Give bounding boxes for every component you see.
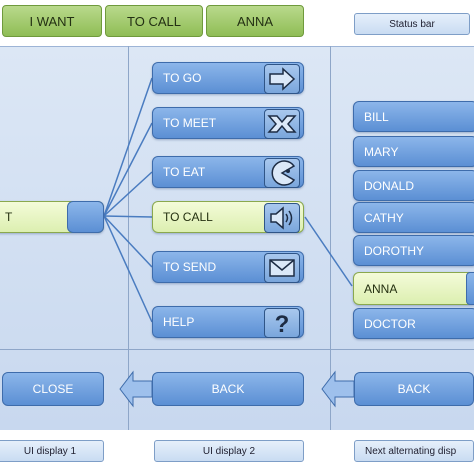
close-button[interactable]: CLOSE <box>2 372 104 406</box>
back-button[interactable]: BACK <box>152 372 304 406</box>
contact-doctor[interactable]: DOCTOR <box>353 308 474 339</box>
arrow-right-icon <box>264 64 300 94</box>
ui-display-1-label: UI display 1 <box>0 440 104 462</box>
contact-bill[interactable]: BILL <box>353 101 474 132</box>
contact-donald[interactable]: DONALD <box>353 170 474 201</box>
sentence-word-3[interactable]: ANNA <box>206 5 304 37</box>
panel-divider-1 <box>128 46 129 430</box>
sentence-word-1[interactable]: I WANT <box>2 5 102 37</box>
back-arrow-icon <box>119 370 153 408</box>
verb-to-meet[interactable]: TO MEET <box>152 107 304 139</box>
panel-divider-2 <box>330 46 331 430</box>
verb-to-go[interactable]: TO GO <box>152 62 304 94</box>
back-arrow-icon <box>321 370 355 408</box>
question-icon: ? <box>264 308 300 338</box>
verb-to-eat[interactable]: TO EAT <box>152 156 304 188</box>
verb-to-call[interactable]: TO CALL <box>152 201 304 233</box>
contact-anna[interactable]: ANNA <box>353 272 474 305</box>
meet-arrows-icon <box>264 109 300 139</box>
eat-pacman-icon <box>264 158 300 188</box>
ui-display-2-label: UI display 2 <box>154 440 304 462</box>
speaker-icon <box>264 203 300 233</box>
svg-text:?: ? <box>275 311 290 336</box>
nav-divider-top <box>0 349 474 350</box>
envelope-icon <box>264 253 300 283</box>
back-button-right[interactable]: BACK <box>354 372 474 406</box>
contact-anna-expand[interactable] <box>466 272 474 305</box>
left-expand-button[interactable] <box>67 201 104 233</box>
contact-dorothy[interactable]: DOROTHY <box>353 235 474 266</box>
contact-cathy[interactable]: CATHY <box>353 202 474 233</box>
sentence-word-2[interactable]: TO CALL <box>105 5 203 37</box>
status-bar: Status bar <box>354 13 470 35</box>
help-button[interactable]: HELP ? <box>152 306 304 338</box>
verb-to-send[interactable]: TO SEND <box>152 251 304 283</box>
contact-mary[interactable]: MARY <box>353 136 474 167</box>
ui-display-3-label: Next alternating disp <box>354 440 474 462</box>
